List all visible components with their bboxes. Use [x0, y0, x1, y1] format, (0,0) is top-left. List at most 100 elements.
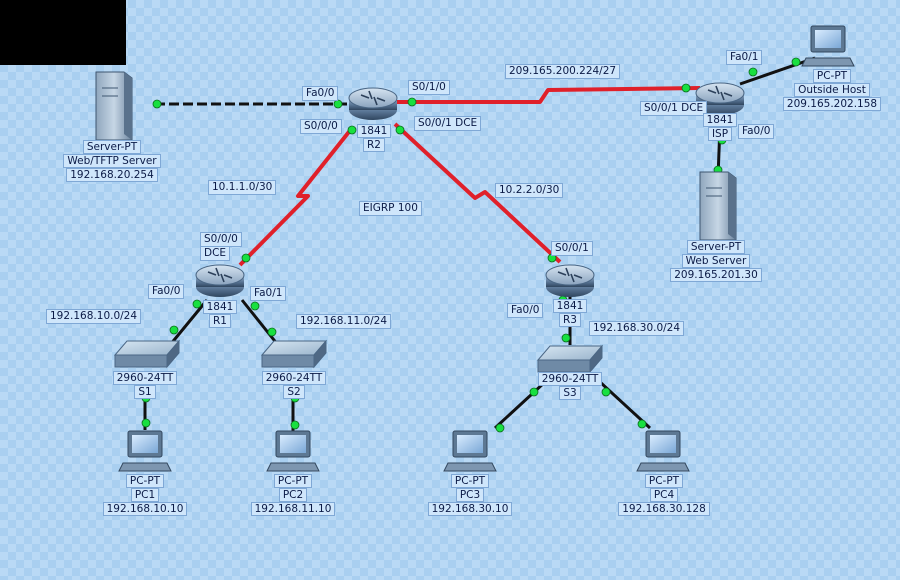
pc-name: Outside Host: [794, 83, 870, 97]
router-name: R1: [209, 314, 231, 328]
r3-fa00-label: Fa0/0: [507, 303, 544, 318]
port-dot: [152, 99, 162, 109]
router-model: 1841: [702, 113, 738, 127]
port-dot: [791, 57, 801, 67]
server-type: Server-PT: [686, 240, 746, 254]
serial-link-r2-r3: [393, 122, 562, 264]
net-lan2-label: 192.168.11.0/24: [296, 314, 392, 329]
switch-model: 2960-24TT: [112, 371, 178, 385]
pc-name: PC4: [649, 488, 679, 502]
pc-ip: 192.168.30.10: [427, 502, 513, 516]
r1-fa00-label: Fa0/0: [148, 284, 185, 299]
switch-icon[interactable]: [260, 339, 328, 369]
switch-s1-caption: 2960-24TT S1: [100, 371, 190, 399]
switch-name: S1: [134, 385, 156, 399]
switch-s3-caption: 2960-24TT S3: [525, 372, 615, 400]
pc-type: PC-PT: [812, 69, 852, 83]
pc-icon[interactable]: [801, 25, 855, 67]
port-dot: [495, 423, 505, 433]
outside-host-caption: PC-PT Outside Host 209.165.202.158: [776, 69, 888, 111]
router-r1-caption: 1841 R1: [198, 300, 242, 328]
pc-ip: 192.168.30.128: [618, 502, 710, 516]
pc-ip: 192.168.10.10: [102, 502, 188, 516]
server-type: Server-PT: [82, 140, 142, 154]
pc1-caption: PC-PT PC1 192.168.10.10: [95, 474, 195, 516]
server-tftp-caption: Server-PT Web/TFTP Server 192.168.20.254: [52, 140, 172, 182]
switch-name: S2: [283, 385, 305, 399]
switch-name: S3: [559, 386, 581, 400]
router-name: ISP: [707, 127, 733, 141]
net-lan1-label: 192.168.10.0/24: [46, 309, 142, 324]
r1-s000-label: S0/0/0: [200, 232, 242, 247]
pc-icon[interactable]: [443, 430, 497, 472]
port-dot: [141, 418, 151, 428]
server-ip: 192.168.20.254: [66, 168, 158, 182]
eigrp-label: EIGRP 100: [359, 201, 422, 216]
router-icon[interactable]: [195, 264, 245, 297]
r1-fa01-label: Fa0/1: [250, 286, 287, 301]
port-dot: [169, 325, 179, 335]
r2-s000-label: S0/0/0: [300, 119, 342, 134]
router-icon[interactable]: [545, 264, 595, 297]
router-name: R3: [559, 313, 581, 327]
port-dot: [529, 387, 539, 397]
pc-type: PC-PT: [273, 474, 313, 488]
server-icon[interactable]: [95, 71, 133, 141]
pc3-caption: PC-PT PC3 192.168.30.10: [420, 474, 520, 516]
switch-model: 2960-24TT: [261, 371, 327, 385]
isp-fa00-label: Fa0/0: [738, 124, 775, 139]
net-r2-isp-label: 209.165.200.224/27: [505, 64, 621, 79]
r2-s001-label: S0/0/1 DCE: [414, 116, 482, 131]
port-dot: [250, 301, 260, 311]
switch-model: 2960-24TT: [537, 372, 603, 386]
r3-s001-label: S0/0/1: [551, 241, 593, 256]
server-name: Web/TFTP Server: [63, 154, 161, 168]
link-r1-s2: [240, 299, 280, 346]
port-dot: [395, 125, 405, 135]
pc-icon[interactable]: [266, 430, 320, 472]
router-r3-caption: 1841 R3: [548, 299, 592, 327]
server-ip: 209.165.201.30: [670, 268, 762, 282]
port-dot: [637, 419, 647, 429]
pc-type: PC-PT: [125, 474, 165, 488]
router-model: 1841: [552, 299, 588, 313]
pc-name: PC1: [130, 488, 160, 502]
switch-s2-caption: 2960-24TT S2: [249, 371, 339, 399]
r1-dce-label: DCE: [200, 246, 231, 261]
pc-ip: 209.165.202.158: [782, 97, 882, 111]
pc-name: PC2: [278, 488, 308, 502]
link-r1-s1: [168, 299, 209, 346]
router-icon[interactable]: [348, 87, 398, 120]
port-dot: [333, 99, 343, 109]
switch-icon[interactable]: [536, 344, 604, 374]
port-dot: [681, 83, 691, 93]
serial-link-r2-isp: [395, 86, 701, 104]
router-isp-caption: 1841 ISP: [698, 113, 742, 141]
pc-name: PC3: [455, 488, 485, 502]
pc-icon[interactable]: [636, 430, 690, 472]
net-r2-r3-label: 10.2.2.0/30: [495, 183, 564, 198]
port-dot: [347, 125, 357, 135]
port-dot: [407, 97, 417, 107]
net-lan3-label: 192.168.30.0/24: [589, 321, 685, 336]
router-icon[interactable]: [695, 82, 745, 115]
pc-icon[interactable]: [118, 430, 172, 472]
switch-icon[interactable]: [113, 339, 181, 369]
server-web-caption: Server-PT Web Server 209.165.201.30: [660, 240, 772, 282]
server-name: Web Server: [681, 254, 751, 268]
port-dot: [601, 387, 611, 397]
net-r1-r2-label: 10.1.1.0/30: [208, 180, 277, 195]
server-icon[interactable]: [699, 171, 737, 241]
pc-type: PC-PT: [450, 474, 490, 488]
pc2-caption: PC-PT PC2 192.168.11.10: [243, 474, 343, 516]
isp-fa01-label: Fa0/1: [726, 50, 763, 65]
link-isp-outsidehost: [739, 56, 816, 86]
port-dot: [748, 67, 758, 77]
serial-link-r2-r1: [238, 126, 354, 267]
router-r2-caption: 1841 R2: [352, 124, 396, 152]
r2-s010-label: S0/1/0: [408, 80, 450, 95]
pc-ip: 192.168.11.10: [250, 502, 336, 516]
router-name: R2: [363, 138, 385, 152]
port-dot: [241, 253, 251, 263]
